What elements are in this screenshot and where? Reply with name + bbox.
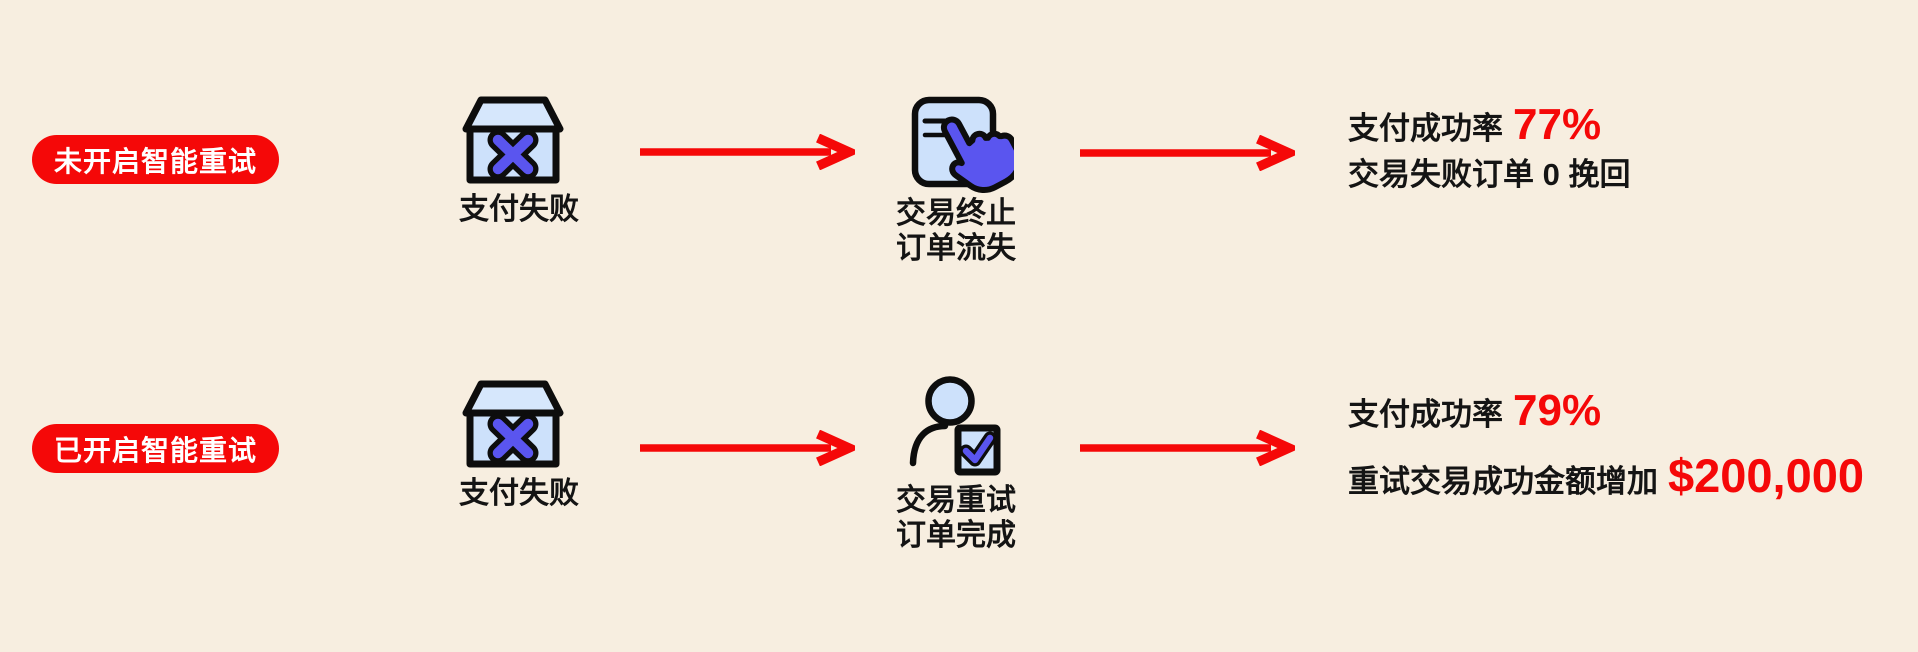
flow-arrow-icon bbox=[640, 430, 855, 466]
result-value-amount: $200,000 bbox=[1668, 449, 1865, 503]
badge-no-smart-retry: 未开启智能重试 bbox=[32, 135, 279, 184]
flow-arrow-icon bbox=[640, 134, 855, 170]
result-label: 重试交易成功金额增加 bbox=[1348, 464, 1658, 500]
result-label: 支付成功率 bbox=[1348, 397, 1503, 432]
result-label: 交易失败订单 0 挽回 bbox=[1348, 157, 1631, 193]
step-label-transaction-retried: 交易重试 订单完成 bbox=[836, 483, 1076, 553]
result-success-rate: 支付成功率 77% bbox=[1348, 100, 1640, 149]
result-label: 支付成功率 bbox=[1348, 111, 1503, 146]
badge-label: 已开启智能重试 bbox=[53, 434, 257, 466]
step-label-payment-failed: 支付失败 bbox=[459, 193, 579, 226]
failed-payment-box-icon bbox=[462, 96, 564, 184]
step-label-payment-failed: 支付失败 bbox=[459, 477, 579, 510]
result-success-rate: 支付成功率 79% bbox=[1348, 386, 1864, 435]
step-label-line1: 交易重试 bbox=[896, 484, 1016, 517]
retry-completed-person-icon bbox=[909, 376, 1001, 476]
flow-arrow-icon bbox=[1080, 430, 1295, 466]
badge-smart-retry-enabled: 已开启智能重试 bbox=[32, 424, 279, 473]
result-value-percent: 77% bbox=[1513, 100, 1602, 149]
result-recovered-amount: 重试交易成功金额增加 $200,000 bbox=[1348, 450, 1864, 503]
transaction-terminated-hand-icon bbox=[911, 96, 1014, 193]
result-no-retry: 支付成功率 77% 交易失败订单 0 挽回 bbox=[1348, 100, 1640, 193]
step-label-transaction-terminated: 交易终止 订单流失 bbox=[836, 196, 1076, 266]
result-recovered-orders: 交易失败订单 0 挽回 bbox=[1348, 158, 1640, 193]
step-label-line2: 订单完成 bbox=[896, 519, 1016, 552]
result-value-percent: 79% bbox=[1513, 386, 1602, 435]
result-with-retry: 支付成功率 79% 重试交易成功金额增加 $200,000 bbox=[1348, 386, 1864, 503]
flow-arrow-icon bbox=[1080, 135, 1295, 171]
step-label-line2: 订单流失 bbox=[896, 232, 1016, 265]
failed-payment-box-icon bbox=[462, 380, 564, 468]
step-label-line1: 交易终止 bbox=[896, 197, 1016, 230]
badge-label: 未开启智能重试 bbox=[53, 145, 257, 177]
